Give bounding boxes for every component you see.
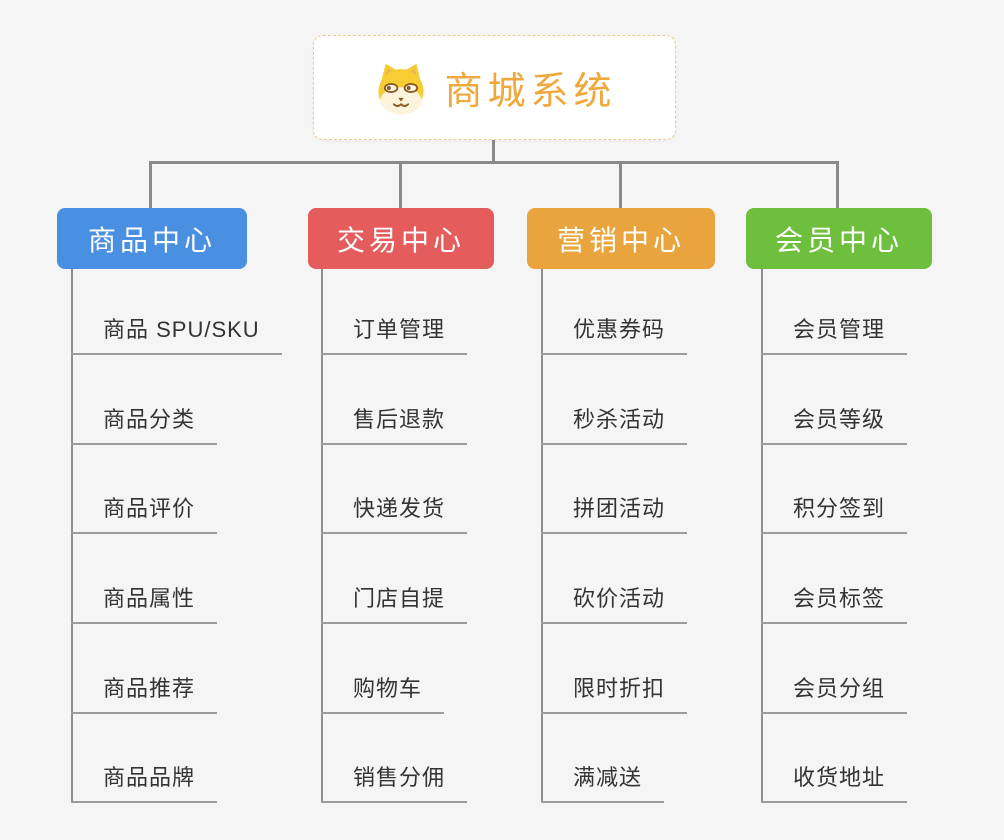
leaf-node[interactable]: 商品评价 bbox=[71, 494, 218, 534]
leaf-node[interactable]: 售后退款 bbox=[321, 405, 468, 445]
connector-rail bbox=[150, 161, 839, 164]
leaf-node[interactable]: 商品属性 bbox=[71, 584, 218, 624]
leaf-node[interactable]: 收货地址 bbox=[761, 763, 908, 803]
branch-node-product-center[interactable]: 商品中心 bbox=[57, 208, 247, 269]
branch-node-trade-center[interactable]: 交易中心 bbox=[308, 208, 494, 269]
leaf-node[interactable]: 快递发货 bbox=[321, 494, 468, 534]
leaf-node[interactable]: 会员分组 bbox=[761, 674, 908, 714]
leaf-node[interactable]: 拼团活动 bbox=[541, 494, 688, 534]
connector-spine-marketing bbox=[541, 269, 543, 803]
leaf-node[interactable]: 商品分类 bbox=[71, 405, 218, 445]
connector-drop-products bbox=[149, 161, 152, 211]
leaf-node[interactable]: 会员管理 bbox=[761, 315, 908, 355]
branch-node-label: 会员中心 bbox=[774, 224, 903, 256]
leaf-node[interactable]: 销售分佣 bbox=[321, 763, 468, 803]
leaf-node[interactable]: 商品推荐 bbox=[71, 674, 218, 714]
leaf-node[interactable]: 商品 SPU/SKU bbox=[71, 315, 282, 355]
leaf-node[interactable]: 秒杀活动 bbox=[541, 405, 688, 445]
root-node-label: 商城系统 bbox=[444, 71, 617, 113]
leaf-node[interactable]: 砍价活动 bbox=[541, 584, 688, 624]
branch-node-label: 营销中心 bbox=[556, 224, 685, 256]
connector-drop-marketing bbox=[619, 161, 622, 211]
leaf-node[interactable]: 优惠券码 bbox=[541, 315, 688, 355]
connector-drop-trade bbox=[399, 161, 402, 211]
dog-face-icon bbox=[378, 63, 424, 114]
leaf-node[interactable]: 商品品牌 bbox=[71, 763, 218, 803]
branch-node-member-center[interactable]: 会员中心 bbox=[746, 208, 932, 269]
leaf-node[interactable]: 限时折扣 bbox=[541, 674, 688, 714]
leaf-node[interactable]: 门店自提 bbox=[321, 584, 468, 624]
leaf-node[interactable]: 满减送 bbox=[541, 763, 665, 803]
connector-spine-member bbox=[761, 269, 763, 803]
leaf-node[interactable]: 积分签到 bbox=[761, 494, 908, 534]
connector-spine-products bbox=[71, 269, 73, 803]
leaf-node[interactable]: 会员等级 bbox=[761, 405, 908, 445]
connector-spine-trade bbox=[321, 269, 323, 803]
leaf-node[interactable]: 会员标签 bbox=[761, 584, 908, 624]
root-node[interactable]: 商城系统 bbox=[313, 35, 676, 140]
connector-drop-member bbox=[836, 161, 839, 211]
branch-node-marketing-center[interactable]: 营销中心 bbox=[527, 208, 715, 269]
branch-node-label: 交易中心 bbox=[336, 224, 465, 256]
branch-node-label: 商品中心 bbox=[87, 224, 216, 256]
leaf-node[interactable]: 订单管理 bbox=[321, 315, 468, 355]
leaf-node[interactable]: 购物车 bbox=[321, 674, 445, 714]
connector-root-stub bbox=[492, 138, 495, 164]
